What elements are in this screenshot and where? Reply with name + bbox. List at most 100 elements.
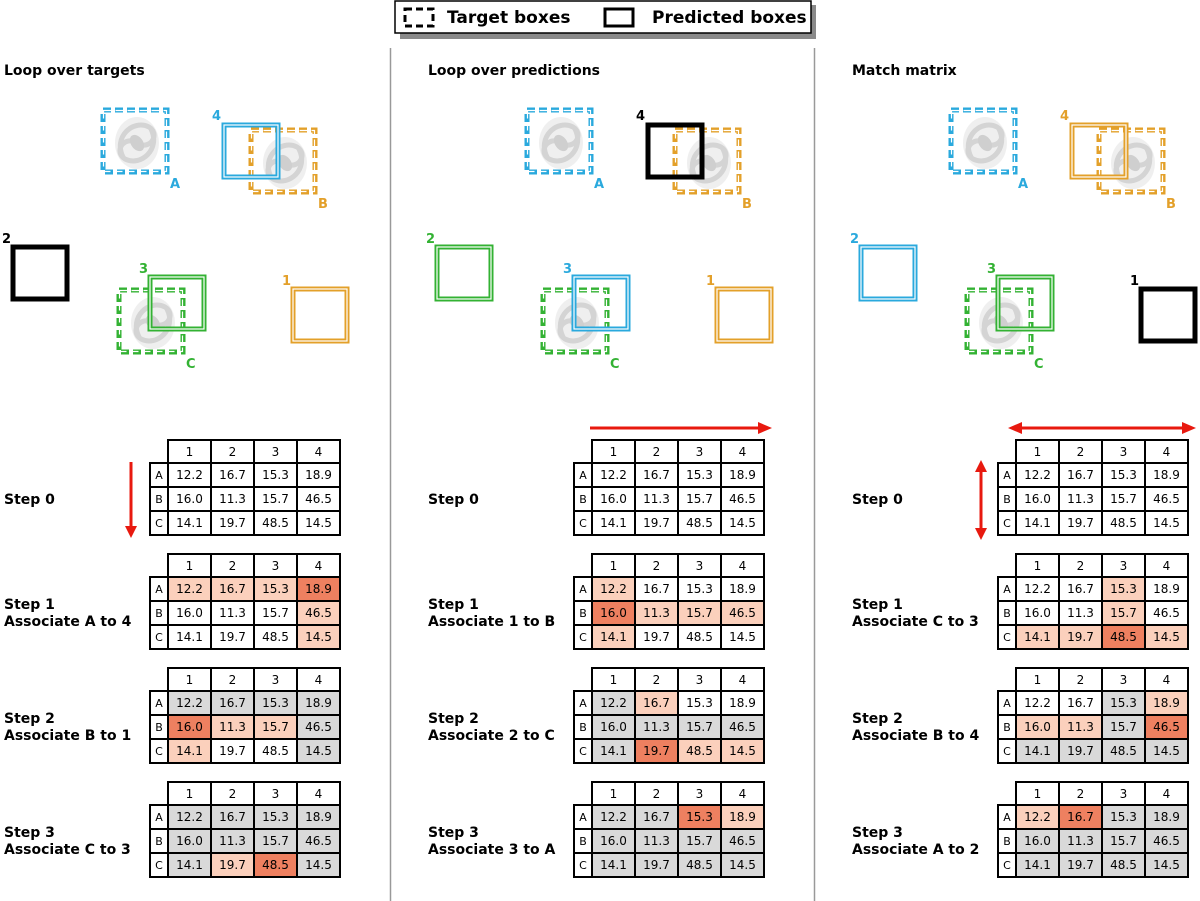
galaxy-A-arm-2 — [117, 126, 157, 164]
matrix-value: 15.3 — [1110, 468, 1137, 482]
row-header-A: A — [579, 583, 587, 596]
step-label: Step 0 — [4, 492, 55, 508]
step-label: Step 3 — [852, 825, 903, 841]
matrix-value: 11.3 — [643, 834, 670, 848]
matrix-cell — [634, 852, 679, 878]
col-header-2: 2 — [229, 559, 237, 573]
col-header-4: 4 — [315, 673, 323, 687]
matrix-cell — [634, 510, 679, 536]
matrix-value: 12.2 — [176, 810, 203, 824]
row-header-A: A — [155, 469, 163, 482]
col-header-1: 1 — [1034, 673, 1042, 687]
galaxy-C-arm-2 — [557, 306, 597, 344]
step-sublabel: Associate A to 2 — [852, 842, 979, 858]
step-label: Step 0 — [852, 492, 903, 508]
step-label: Step 3 — [4, 825, 55, 841]
matrix-value: 14.5 — [305, 516, 332, 530]
matrix-value: 14.5 — [1153, 744, 1180, 758]
col-header-3: 3 — [272, 445, 280, 459]
galaxy-A-arm-1 — [965, 122, 1005, 160]
matrix-value: 19.7 — [1067, 630, 1094, 644]
matrix-value: 19.7 — [643, 858, 670, 872]
matrix-value: 11.3 — [643, 492, 670, 506]
target-box-A-inner — [102, 109, 168, 173]
col-header-3: 3 — [696, 787, 704, 801]
matrix-value: 12.2 — [600, 810, 627, 824]
galaxy-A — [963, 117, 1007, 169]
step-label: Step 2 — [4, 711, 55, 727]
target-label-B: B — [742, 197, 752, 212]
step-label: Step 3 — [428, 825, 479, 841]
legend: Target boxes Predicted boxes — [394, 0, 816, 39]
matrix-value: 15.3 — [1110, 696, 1137, 710]
col-header-3: 3 — [1120, 673, 1128, 687]
matrix-cell — [591, 600, 636, 626]
matrix-value: 15.7 — [1110, 720, 1137, 734]
step-sublabel: Associate A to 4 — [4, 614, 132, 630]
matrix-value: 11.3 — [1067, 606, 1094, 620]
row-header-A: A — [1003, 697, 1011, 710]
col-header-3: 3 — [696, 673, 704, 687]
row-header-B: B — [579, 835, 587, 848]
predicted-box-1 — [714, 286, 774, 344]
matrix-cell — [591, 738, 636, 764]
galaxy-B-arm-1 — [1113, 142, 1153, 180]
galaxy-B-core — [701, 154, 717, 172]
row-header-A: A — [155, 811, 163, 824]
matrix-cell — [167, 852, 212, 878]
row-header-A: A — [1003, 469, 1011, 482]
matrix-value: 14.5 — [729, 630, 756, 644]
matrix-value: 11.3 — [643, 606, 670, 620]
matrix-value: 14.5 — [1153, 858, 1180, 872]
matrix-value: 16.0 — [1024, 834, 1051, 848]
matrix-value: 15.3 — [262, 582, 289, 596]
matrix-value: 14.1 — [176, 858, 203, 872]
matrix-value: 18.9 — [305, 582, 332, 596]
col-header-1: 1 — [610, 559, 618, 573]
matrix-value: 46.5 — [729, 720, 756, 734]
matrix-value: 16.0 — [600, 834, 627, 848]
matrix-value: 15.7 — [262, 606, 289, 620]
matrix-value: 11.3 — [219, 606, 246, 620]
col-header-1: 1 — [186, 445, 194, 459]
col-header-2: 2 — [1077, 445, 1085, 459]
matrix-value: 48.5 — [1110, 516, 1137, 530]
matrix-value: 15.7 — [686, 834, 713, 848]
galaxy-A — [539, 117, 583, 169]
target-label-B: B — [318, 197, 328, 212]
matrix-cell — [1144, 624, 1189, 650]
matrix-value: 48.5 — [686, 630, 713, 644]
matrix-value: 16.0 — [600, 492, 627, 506]
predicted-label-4: 4 — [636, 109, 645, 124]
step-label: Step 2 — [852, 711, 903, 727]
matrix-cell — [296, 510, 341, 536]
col-header-4: 4 — [315, 445, 323, 459]
matrix-value: 15.7 — [686, 492, 713, 506]
predicted-box-1 — [1138, 286, 1198, 344]
row-header-C: C — [579, 517, 587, 530]
row-header-C: C — [579, 631, 587, 644]
step-sublabel: Associate 1 to B — [428, 614, 555, 630]
matrix-value: 19.7 — [219, 858, 246, 872]
row-header-B: B — [1003, 835, 1011, 848]
matrix-cell — [634, 738, 679, 764]
col-header-3: 3 — [696, 445, 704, 459]
matrix-value: 48.5 — [1110, 858, 1137, 872]
predicted-label-3: 3 — [987, 262, 996, 277]
matrix-value: 15.3 — [262, 696, 289, 710]
matrix-cell — [1015, 576, 1060, 602]
matrix-cell — [253, 486, 298, 512]
matrix-value: 14.5 — [305, 744, 332, 758]
row-header-B: B — [155, 835, 163, 848]
matrix-value: 15.3 — [262, 468, 289, 482]
target-box-B-inner — [1098, 129, 1164, 193]
col-header-1: 1 — [1034, 445, 1042, 459]
matrix-cell — [1144, 852, 1189, 878]
matrix-value: 19.7 — [1067, 516, 1094, 530]
matrix-cell — [210, 486, 255, 512]
